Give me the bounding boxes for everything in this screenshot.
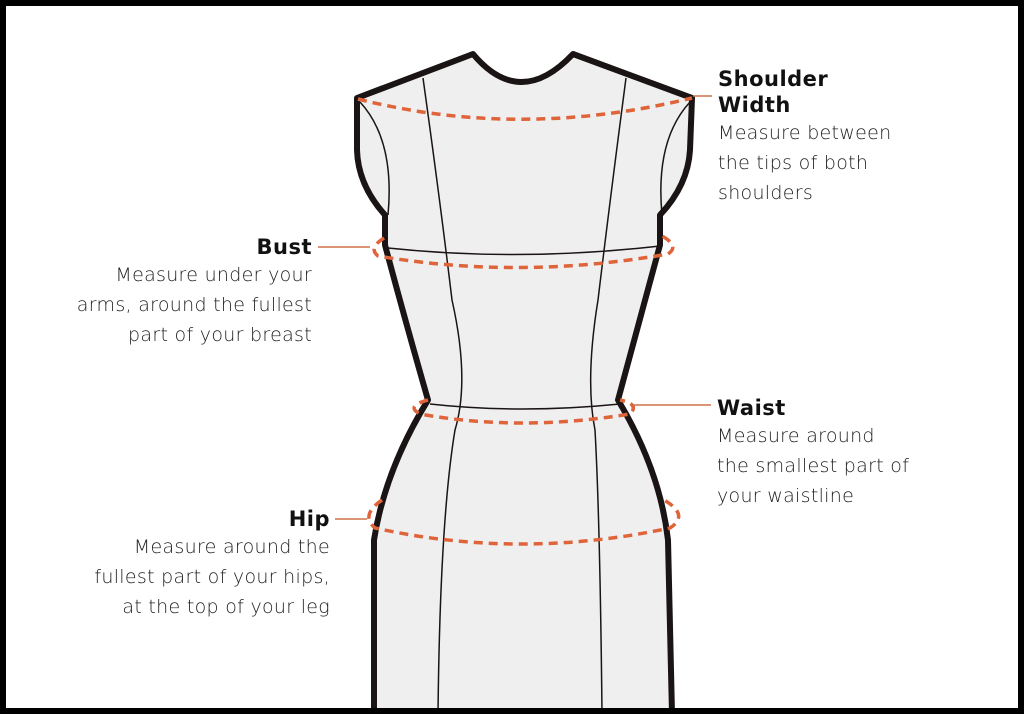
bust-measure-line — [372, 234, 675, 270]
bust-desc-line: part of your breast — [128, 324, 312, 346]
shoulder-width-label: Shoulder Width Measure between the tips … — [718, 66, 891, 208]
shoulder-desc-line: Measure between — [718, 122, 892, 144]
shoulder-desc-line: shoulders — [718, 182, 814, 204]
hip-label: Hip Measure around the fullest part of y… — [94, 506, 330, 622]
dress-form-illustration — [318, 51, 712, 708]
waist-measure-line — [412, 398, 636, 425]
bust-label: Bust Measure under your arms, around the… — [77, 234, 312, 350]
bust-desc-line: Measure under your — [115, 264, 312, 286]
waist-desc-line: Measure around — [717, 425, 875, 447]
waist-desc-line: the smallest part of — [717, 455, 910, 477]
shoulder-desc-line: the tips of both — [718, 152, 869, 174]
bust-desc-line: arms, around the fullest — [76, 294, 312, 316]
hip-desc-line: Measure around the — [133, 536, 330, 558]
hip-desc-line: fullest part of your hips, — [94, 566, 330, 588]
bust-title: Bust — [256, 235, 312, 259]
hip-desc-line: at the top of your leg — [122, 596, 330, 618]
hip-title: Hip — [288, 507, 330, 531]
shoulder-title-line2: Width — [718, 93, 791, 117]
waist-label: Waist Measure around the smallest part o… — [717, 395, 909, 511]
dress-form-body — [357, 54, 692, 708]
waist-desc-line: your waistline — [717, 485, 855, 507]
hip-measure-line — [367, 498, 681, 546]
dress-form-outline — [354, 51, 695, 708]
diagram-frame: Shoulder Width Measure between the tips … — [6, 6, 1018, 708]
shoulder-title-line1: Shoulder — [718, 67, 829, 91]
shoulder-measure-line — [357, 96, 693, 121]
waist-title: Waist — [717, 396, 786, 420]
